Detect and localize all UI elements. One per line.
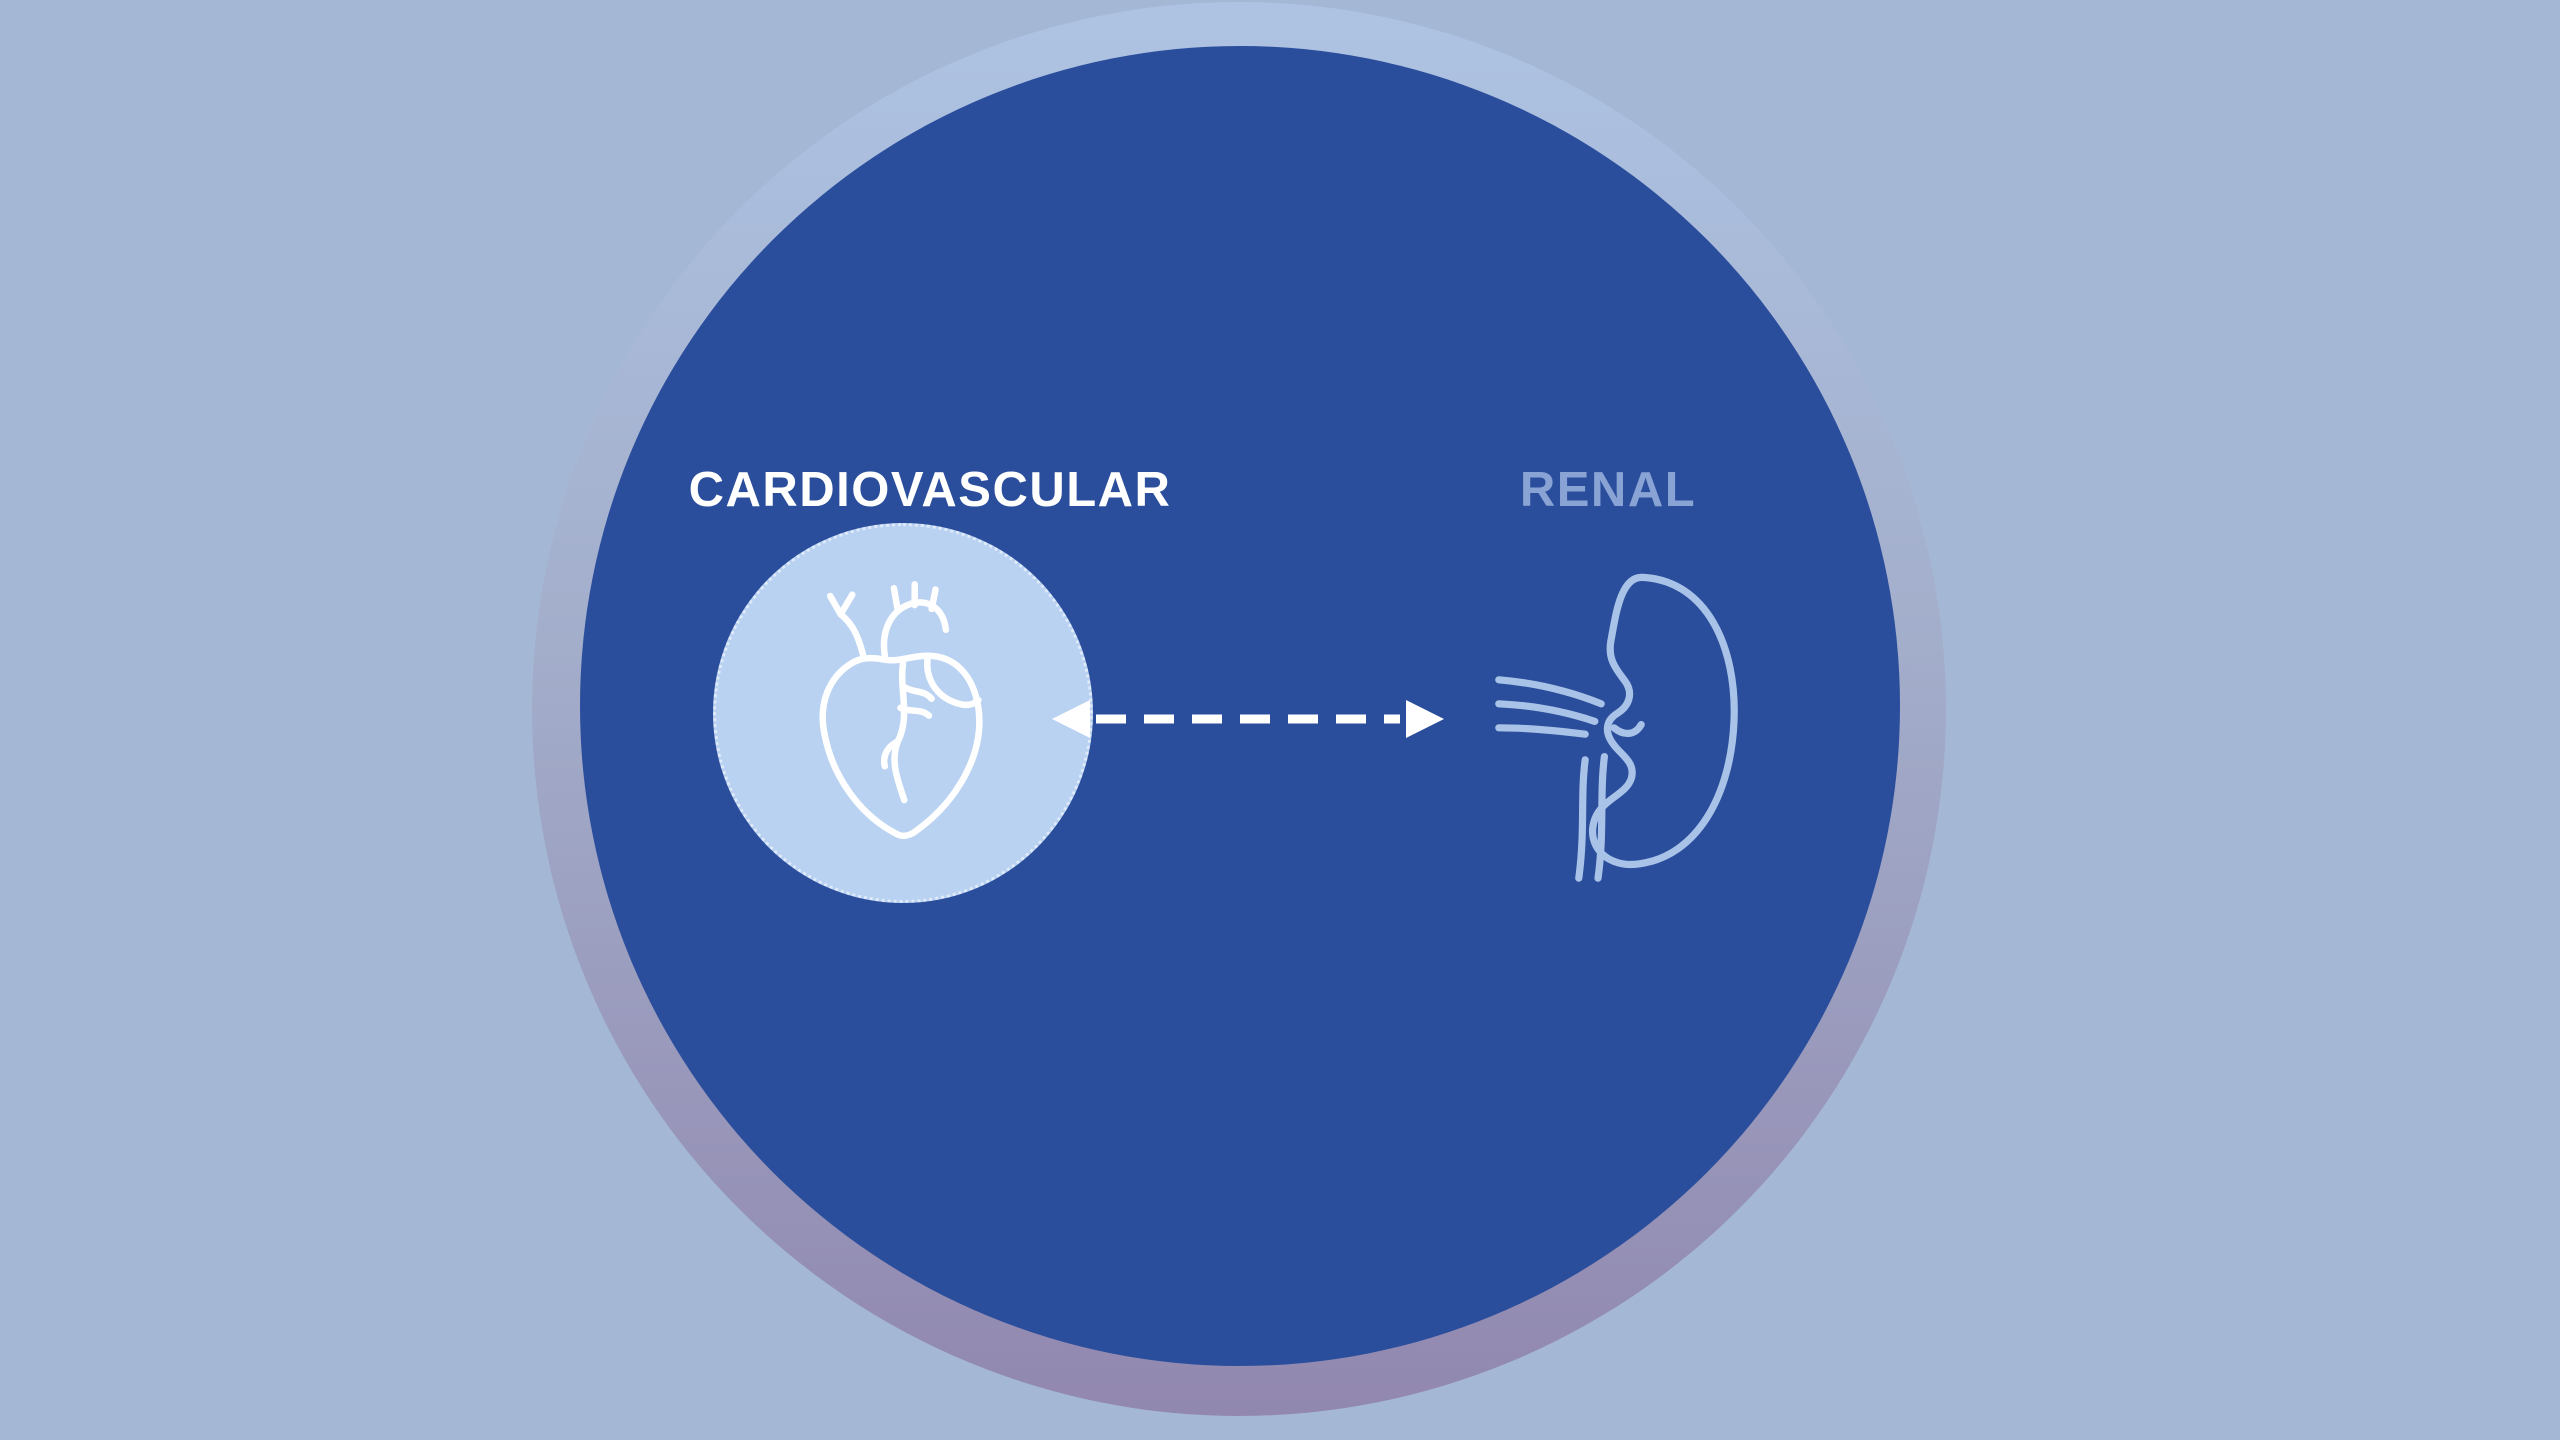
double-arrow-icon [1052, 700, 1444, 738]
cardiovascular-label: CARDIOVASCULAR [688, 463, 1172, 517]
heart-highlight-bubble [713, 523, 1093, 903]
heart-icon [819, 581, 983, 839]
kidney-icon [1495, 573, 1738, 882]
renal-label: RENAL [1519, 463, 1697, 517]
